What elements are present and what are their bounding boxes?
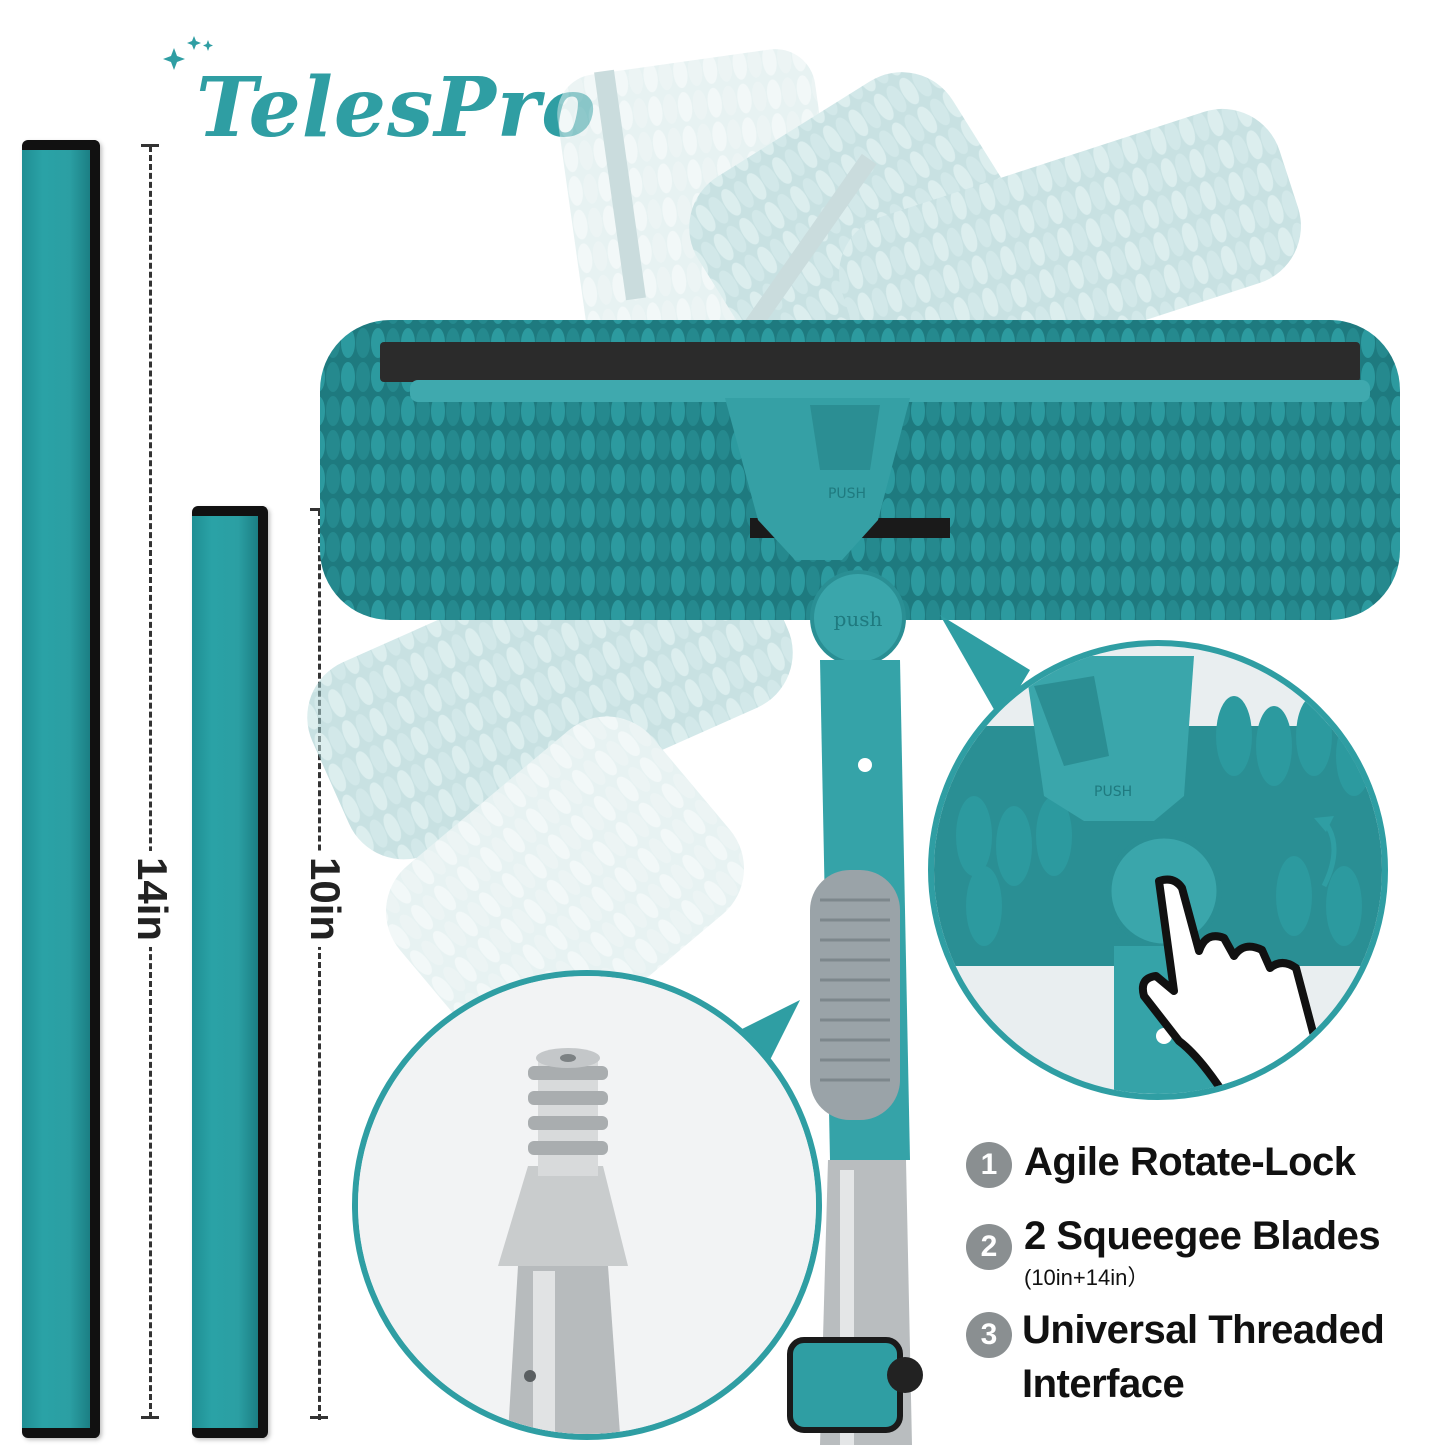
squeegee-blade-10in: [192, 506, 268, 1438]
feature-3: 3 Universal Threaded Interface: [966, 1308, 1436, 1418]
feature-title: Agile Rotate-Lock: [1024, 1140, 1356, 1184]
sparkle-icon: [163, 36, 213, 70]
feature-title-line2: Interface: [1022, 1362, 1185, 1406]
feature-subtitle: (10in+14in）: [1024, 1265, 1150, 1290]
dimension-cap: [310, 508, 328, 511]
rotate-lock-zoom-callout: PUSH: [928, 640, 1388, 1100]
svg-text:PUSH: PUSH: [828, 486, 866, 502]
dimension-line-10in: [318, 510, 321, 1420]
feature-title: Universal Threaded: [1022, 1308, 1385, 1352]
brand-logo: TelesPro: [196, 60, 597, 156]
threaded-interface-zoom-callout: [352, 970, 822, 1440]
feature-2: 2 2 Squeegee Blades (10in+14in）: [966, 1214, 1436, 1294]
squeegee-product-image: PUSH push: [307, 49, 1400, 1445]
feature-number-badge: 2: [966, 1224, 1012, 1270]
lock-push-label: PUSH: [1094, 784, 1132, 800]
dimension-cap: [310, 1416, 328, 1419]
dimension-label-14in: 14in: [128, 850, 177, 948]
squeegee-blade-14in: [22, 140, 100, 1438]
dimension-line-14in: [149, 146, 152, 1418]
feature-number-badge: 1: [966, 1142, 1012, 1188]
feature-1: 1 Agile Rotate-Lock: [966, 1140, 1436, 1192]
dimension-cap: [141, 1416, 159, 1419]
push-button-label: push: [834, 607, 883, 631]
dimension-cap: [141, 144, 159, 147]
feature-title: 2 Squeegee Blades: [1024, 1214, 1381, 1258]
feature-number-badge: 3: [966, 1312, 1012, 1358]
